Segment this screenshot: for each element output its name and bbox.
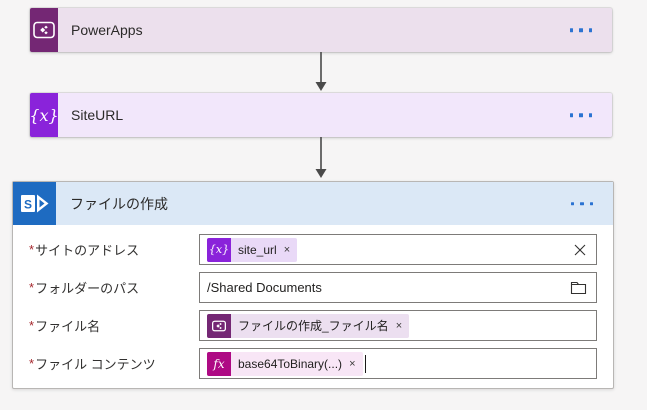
node-create-file-card[interactable]: S ファイルの作成 * サイトのアドレス { xyxy=(12,181,614,389)
field-folder-path: * フォルダーのパス /Shared Documents xyxy=(29,272,597,303)
create-file-title: ファイルの作成 xyxy=(70,195,168,212)
node-powerapps-trigger[interactable]: PowerApps xyxy=(30,8,612,52)
variable-icon: {x} xyxy=(207,237,231,262)
remove-token-icon[interactable]: × xyxy=(395,319,403,332)
file-content-label: * ファイル コンテンツ xyxy=(29,356,156,372)
site-url-token[interactable]: {x} site_url × xyxy=(207,237,298,262)
folder-path-input[interactable]: /Shared Documents xyxy=(199,272,597,303)
folder-picker-button[interactable] xyxy=(568,279,589,297)
close-icon xyxy=(574,244,586,255)
remove-token-icon[interactable]: × xyxy=(283,243,291,256)
field-site-address: * サイトのアドレス {x} site_url × xyxy=(29,234,597,265)
folder-path-label: * フォルダーのパス xyxy=(29,280,140,296)
siteurl-more-menu-button[interactable] xyxy=(564,107,599,123)
node-powerapps-label: PowerApps xyxy=(71,22,143,38)
text-caret xyxy=(364,354,366,373)
ellipsis-icon xyxy=(570,201,574,206)
file-name-input[interactable]: ファイルの作成_ファイル名 × xyxy=(199,310,597,341)
ellipsis-icon xyxy=(569,28,573,32)
site-address-input[interactable]: {x} site_url × xyxy=(199,234,597,265)
powerapps-icon xyxy=(30,8,58,52)
expression-fx-icon: fx xyxy=(207,351,231,376)
powerapps-icon xyxy=(207,313,231,338)
remove-token-icon[interactable]: × xyxy=(349,357,356,370)
folder-icon xyxy=(570,281,587,294)
file-name-token[interactable]: ファイルの作成_ファイル名 × xyxy=(207,313,410,338)
site-address-label: * サイトのアドレス xyxy=(29,242,140,258)
sharepoint-icon: S xyxy=(13,182,56,225)
file-content-expression-token[interactable]: fx base64ToBinary(...) × xyxy=(207,351,363,376)
file-content-input[interactable]: fx base64ToBinary(...) × xyxy=(199,348,597,379)
clear-input-button[interactable] xyxy=(571,241,589,259)
node-siteurl-label: SiteURL xyxy=(71,107,124,123)
powerapps-more-menu-button[interactable] xyxy=(564,22,599,38)
field-file-content: * ファイル コンテンツ fx base64ToBinary(...) × xyxy=(29,348,597,379)
file-name-label: * ファイル名 xyxy=(29,318,101,334)
variable-icon: {x} xyxy=(30,93,59,137)
node-siteurl-variable[interactable]: {x} SiteURL xyxy=(30,93,612,137)
folder-path-value: /Shared Documents xyxy=(207,280,322,295)
svg-text:S: S xyxy=(24,198,32,212)
field-file-name: * ファイル名 ファイルの作成_ファイル名 xyxy=(29,310,597,341)
connector-arrow xyxy=(313,52,329,92)
create-file-header[interactable]: S ファイルの作成 xyxy=(13,182,613,225)
create-file-more-menu-button[interactable] xyxy=(565,196,600,212)
create-file-form: * サイトのアドレス {x} site_url × xyxy=(13,225,613,388)
ellipsis-icon xyxy=(569,113,573,117)
connector-arrow xyxy=(313,137,329,179)
